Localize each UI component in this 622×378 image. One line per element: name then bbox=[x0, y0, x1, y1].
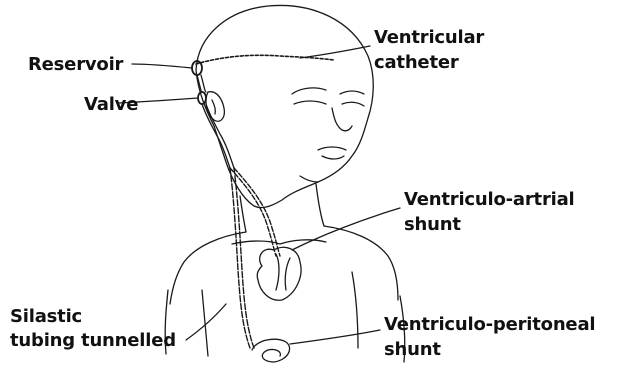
leader-va bbox=[292, 208, 400, 250]
label-va-shunt-1: Ventriculo-artrial bbox=[404, 189, 575, 210]
leader-catheter bbox=[300, 46, 370, 58]
label-valve: Valve bbox=[84, 94, 138, 115]
leader-vp bbox=[290, 330, 380, 344]
shoulder-right bbox=[324, 226, 398, 300]
label-ventricular-catheter-2: catheter bbox=[374, 52, 459, 73]
label-vp-shunt-1: Ventriculo-peritoneal bbox=[384, 314, 595, 335]
eye-right bbox=[340, 91, 364, 94]
eye-left bbox=[292, 88, 326, 94]
label-silastic-2: tubing tunnelled bbox=[10, 330, 176, 351]
neck-left bbox=[240, 196, 246, 232]
neck-right bbox=[316, 184, 324, 226]
peritoneal-coil bbox=[252, 339, 290, 362]
label-vp-shunt-2: shunt bbox=[384, 339, 441, 360]
label-reservoir: Reservoir bbox=[28, 54, 123, 75]
label-silastic-1: Silastic bbox=[10, 306, 82, 327]
mouth bbox=[318, 147, 346, 150]
head-outline bbox=[196, 5, 373, 207]
leader-reservoir bbox=[132, 64, 192, 68]
torso-right bbox=[352, 272, 358, 348]
nose bbox=[332, 108, 352, 131]
label-va-shunt-2: shunt bbox=[404, 214, 461, 235]
label-ventricular-catheter-1: Ventricular bbox=[374, 27, 484, 48]
